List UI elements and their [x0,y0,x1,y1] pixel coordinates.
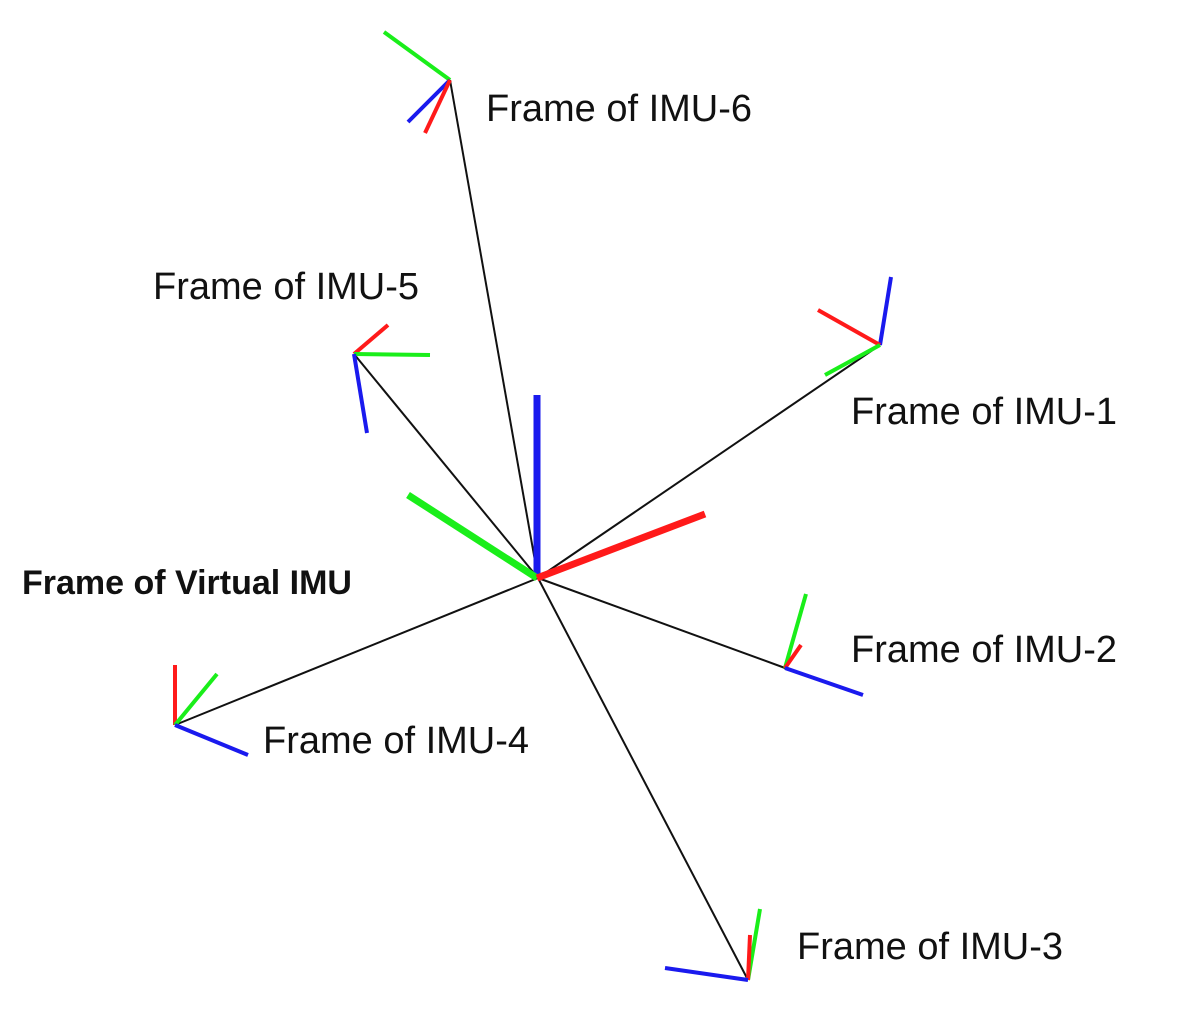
virtual-y-axis [406,492,539,581]
imu-6-z-axis [406,78,452,124]
imu-5-axes [352,323,431,434]
imu-4-y-axis [173,672,219,727]
connector-imu-1 [537,344,881,579]
imu-5-z-axis [352,353,369,434]
imu-2-x-axis [783,643,803,670]
connector-imu-6 [449,79,539,579]
imu-2-z-axis [784,666,864,697]
imu-4-z-axis [174,723,249,757]
imu-3-z-axis [664,966,749,982]
connector-imu-4 [174,577,539,726]
imu-5-label: Frame of IMU-5 [153,266,419,308]
imu-4-axes [173,665,249,757]
virtual-imu-axes [406,395,707,582]
imu-1-x-axis [817,308,881,347]
imu-3-x-axis [746,934,752,981]
imu-6-axes [382,30,452,134]
imu-6-label: Frame of IMU-6 [486,88,752,130]
imu-3-label: Frame of IMU-3 [797,926,1063,968]
connector-lines [174,79,881,981]
imu-6-x-axis [423,79,452,134]
imu-2-axes [783,593,864,697]
virtual-x-axis [535,510,707,582]
imu-1-y-axis [824,343,881,377]
imu-3-axes [664,908,762,982]
connector-imu-5 [353,353,539,579]
virtual-imu-label: Frame of Virtual IMU [22,564,352,602]
imu-4-label: Frame of IMU-4 [263,720,529,762]
connector-imu-2 [537,577,786,669]
imu-2-label: Frame of IMU-2 [851,629,1117,671]
imu-5-x-axis [352,323,390,356]
imu-1-z-axis [878,276,893,346]
imu-6-y-axis [382,30,452,82]
imu-1-axes [817,276,893,377]
connector-imu-3 [537,577,749,981]
imu-1-label: Frame of IMU-1 [851,391,1117,433]
imu-5-y-axis [353,352,431,357]
imu-2-y-axis [783,593,808,669]
